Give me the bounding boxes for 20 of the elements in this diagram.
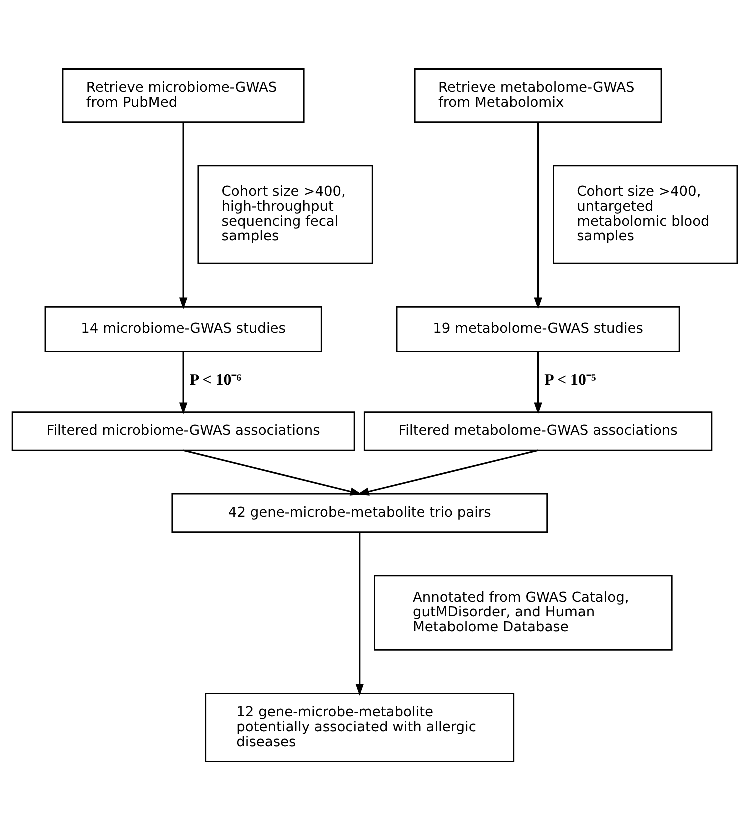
node-box: 19 metabolome-GWAS studies: [396, 306, 680, 352]
arrow: [179, 352, 188, 414]
node-box: Filtered metabolome-GWAS associations: [364, 412, 713, 452]
node-box: Filtered microbiome-GWAS associations: [12, 412, 356, 452]
edge-label: P < 10⁻⁶: [190, 372, 242, 390]
node-box: Retrieve microbiome-GWAS from PubMed: [62, 68, 305, 124]
arrow: [179, 122, 188, 310]
arrow: [358, 450, 538, 496]
node-box: 14 microbiome-GWAS studies: [44, 306, 322, 352]
node-box: 42 gene-microbe-metabolite trio pairs: [172, 493, 548, 534]
node-box: Cohort size >400, untargeted metabolomic blood samples: [553, 165, 738, 264]
arrow: [534, 122, 542, 310]
edge-label: P < 10⁻⁵: [544, 372, 596, 390]
node-box: Cohort size >400, high-throughput sequencing fecal samples: [198, 165, 374, 264]
arrow: [183, 450, 362, 496]
arrow: [356, 532, 364, 696]
node-box: Annotated from GWAS Catalog, gutMDisorder, and Human Metabolome Database: [374, 575, 673, 651]
node-box: Retrieve metabolome-GWAS from Metabolomix: [414, 68, 662, 124]
arrow: [534, 352, 542, 414]
node-box: 12 gene-microbe-metabolite potentially associated with allergic diseases: [205, 693, 515, 762]
